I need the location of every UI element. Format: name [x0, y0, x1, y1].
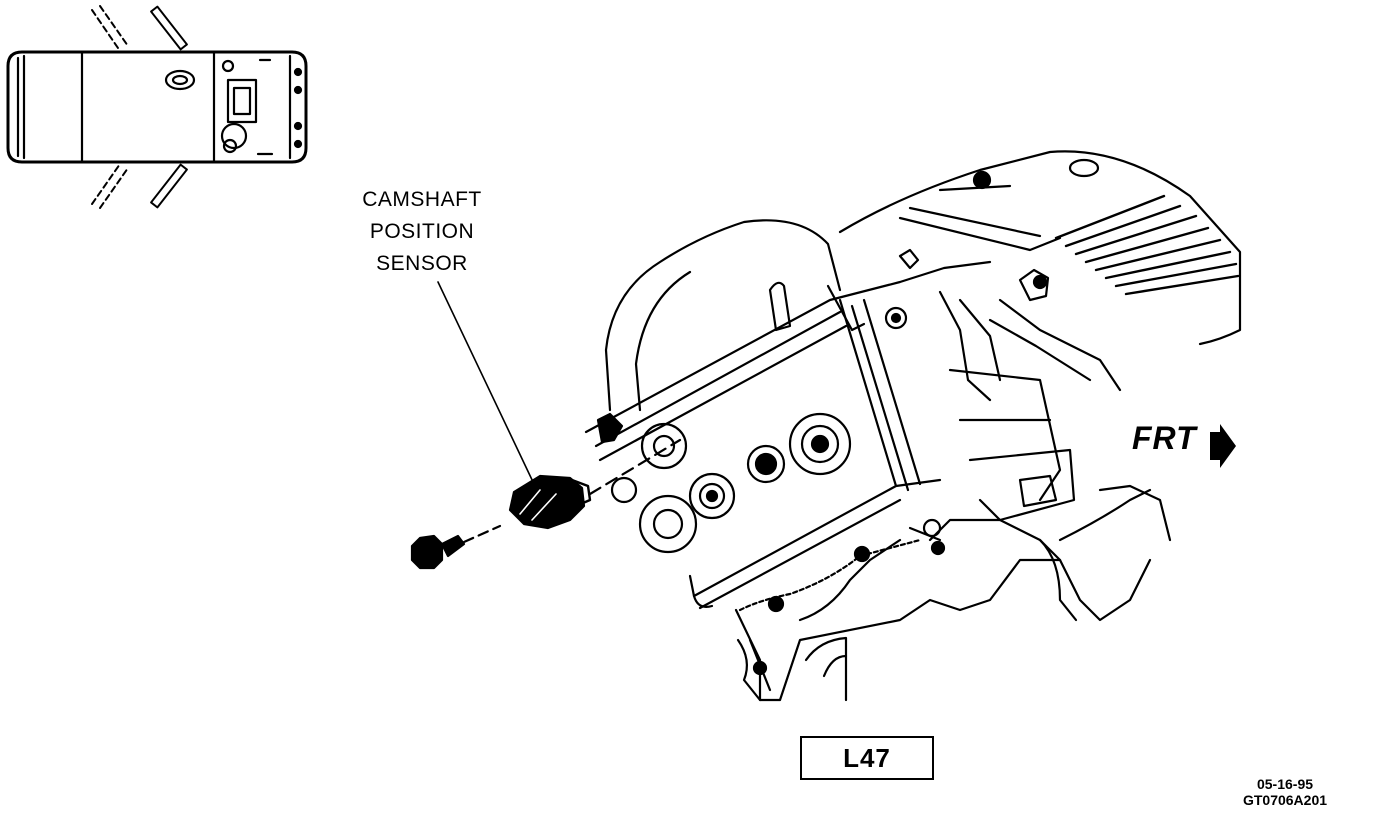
- camshaft-position-sensor-callout: CAMSHAFT POSITION SENSOR: [352, 184, 492, 280]
- front-direction-label: FRT: [1132, 420, 1197, 456]
- callout-leader-line: [437, 281, 535, 485]
- figure-date: 05-16-95: [1256, 776, 1314, 792]
- door-bars: [150, 5, 188, 209]
- figure-id: GT0706A201: [1242, 792, 1328, 808]
- callout-line-2: POSITION: [369, 220, 475, 243]
- callout-line-3: SENSOR: [376, 252, 468, 275]
- front-direction-arrow-icon: [1210, 424, 1236, 468]
- engine-assembly-icon: [584, 150, 1242, 702]
- vehicle-locator-icon: [6, 5, 308, 209]
- intake-fins: [1054, 194, 1240, 296]
- callout-line-1: CAMSHAFT: [362, 188, 482, 211]
- hood-dashed-lines: [91, 5, 129, 209]
- bolt-icon: [410, 524, 502, 570]
- figure-code: 05-16-95 GT0706A201: [1210, 776, 1360, 808]
- camshaft-position-sensor-icon: [508, 438, 682, 530]
- engine-code-box: L47: [800, 736, 934, 780]
